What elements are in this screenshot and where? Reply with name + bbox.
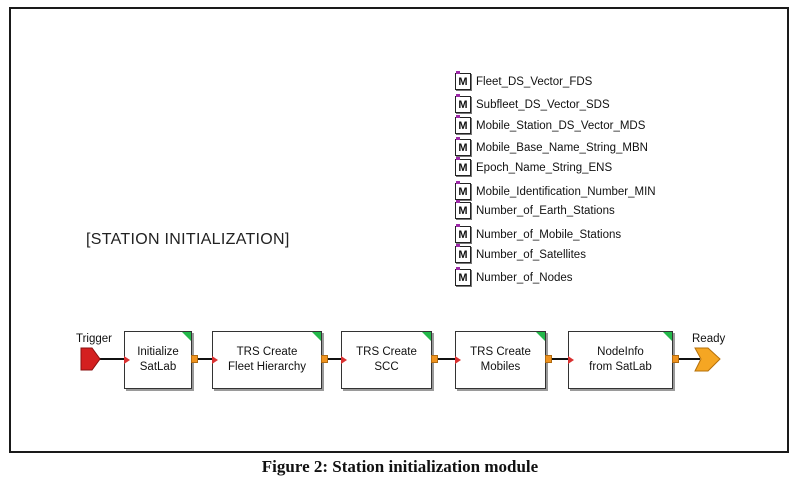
block-label: TRS Create SCC (356, 346, 417, 373)
memory-item[interactable]: M Mobile_Base_Name_String_MBN (455, 137, 648, 157)
ready-label: Ready (692, 333, 726, 345)
memory-label: Mobile_Identification_Number_MIN (476, 185, 656, 198)
memory-label: Fleet_DS_Vector_FDS (476, 75, 593, 88)
memory-pin-icon (456, 224, 460, 227)
memory-icon: M (455, 94, 471, 113)
memory-pin-icon (456, 181, 460, 184)
output-port-icon (191, 355, 198, 363)
memory-label: Epoch_Name_String_ENS (476, 161, 613, 174)
memory-pin-icon (456, 94, 460, 97)
block-trs-create-mobiles[interactable]: TRS Create Mobiles (455, 331, 552, 389)
memory-icon: M (455, 267, 471, 286)
figure-caption: Figure 2: Station initialization module (261, 457, 539, 476)
memory-icon-letter: M (458, 161, 468, 174)
corner-marker-icon (663, 332, 672, 341)
memory-icon-letter: M (458, 141, 468, 154)
memory-label: Subfleet_DS_Vector_SDS (476, 98, 610, 111)
memory-icon-letter: M (458, 98, 468, 111)
memory-icon-letter: M (458, 271, 468, 284)
block-label: TRS Create Fleet Hierarchy (228, 346, 306, 373)
memory-icon-letter: M (458, 75, 468, 88)
memory-label: Number_of_Nodes (476, 271, 573, 284)
memory-icon: M (455, 157, 471, 176)
memory-icon-letter: M (458, 119, 468, 132)
memory-item[interactable]: M Mobile_Identification_Number_MIN (455, 181, 656, 201)
block-trs-create-scc[interactable]: TRS Create SCC (341, 331, 438, 389)
block-initialize-satlab[interactable]: Initialize SatLab (124, 331, 198, 389)
memory-pin-icon (456, 71, 460, 74)
corner-marker-icon (422, 332, 431, 341)
block-label: NodeInfo from SatLab (589, 346, 652, 373)
block-nodeinfo-from-satlab[interactable]: NodeInfo from SatLab (568, 331, 679, 389)
corner-marker-icon (182, 332, 191, 341)
corner-marker-icon (312, 332, 321, 341)
corner-marker-icon (536, 332, 545, 341)
output-port-icon (672, 355, 679, 363)
memory-pin-icon (456, 244, 460, 247)
memory-item[interactable]: M Number_of_Nodes (455, 267, 573, 287)
input-port-icon (568, 356, 574, 364)
memory-icon: M (455, 181, 471, 200)
memory-icon: M (455, 115, 471, 134)
output-port-icon (431, 355, 438, 363)
section-title: [STATION INITIALIZATION] (86, 231, 290, 248)
memory-label: Number_of_Satellites (476, 248, 586, 261)
memory-icon-letter: M (458, 228, 468, 241)
input-port-icon (124, 356, 130, 364)
output-port-icon (545, 355, 552, 363)
memory-icon: M (455, 71, 471, 90)
memory-label: Number_of_Mobile_Stations (476, 228, 622, 241)
output-port-icon (321, 355, 328, 363)
memory-icon: M (455, 200, 471, 219)
memory-pin-icon (456, 137, 460, 140)
memory-item[interactable]: M Fleet_DS_Vector_FDS (455, 71, 593, 91)
memory-icon-letter: M (458, 248, 468, 261)
trigger-label: Trigger (76, 333, 112, 345)
memory-pin-icon (456, 200, 460, 203)
memory-icon: M (455, 137, 471, 156)
memory-item[interactable]: M Mobile_Station_DS_Vector_MDS (455, 115, 646, 135)
memory-icon-letter: M (458, 204, 468, 217)
memory-label: Mobile_Base_Name_String_MBN (476, 141, 648, 154)
memory-item[interactable]: M Subfleet_DS_Vector_SDS (455, 94, 610, 114)
memory-pin-icon (456, 267, 460, 270)
input-port-icon (341, 356, 347, 364)
memory-item[interactable]: M Epoch_Name_String_ENS (455, 157, 613, 177)
block-label: TRS Create Mobiles (470, 346, 531, 373)
memory-pin-icon (456, 157, 460, 160)
memory-item[interactable]: M Number_of_Satellites (455, 244, 586, 264)
memory-label: Number_of_Earth_Stations (476, 204, 615, 217)
block-label: Initialize SatLab (137, 346, 179, 373)
memory-icon: M (455, 224, 471, 243)
memory-icon-letter: M (458, 185, 468, 198)
input-port-icon (455, 356, 461, 364)
memory-icon: M (455, 244, 471, 263)
memory-item[interactable]: M Number_of_Mobile_Stations (455, 224, 622, 244)
input-port-icon (212, 356, 218, 364)
memory-pin-icon (456, 115, 460, 118)
block-trs-create-fleet-hierarchy[interactable]: TRS Create Fleet Hierarchy (212, 331, 328, 389)
memory-label: Mobile_Station_DS_Vector_MDS (476, 119, 646, 132)
memory-item[interactable]: M Number_of_Earth_Stations (455, 200, 615, 220)
